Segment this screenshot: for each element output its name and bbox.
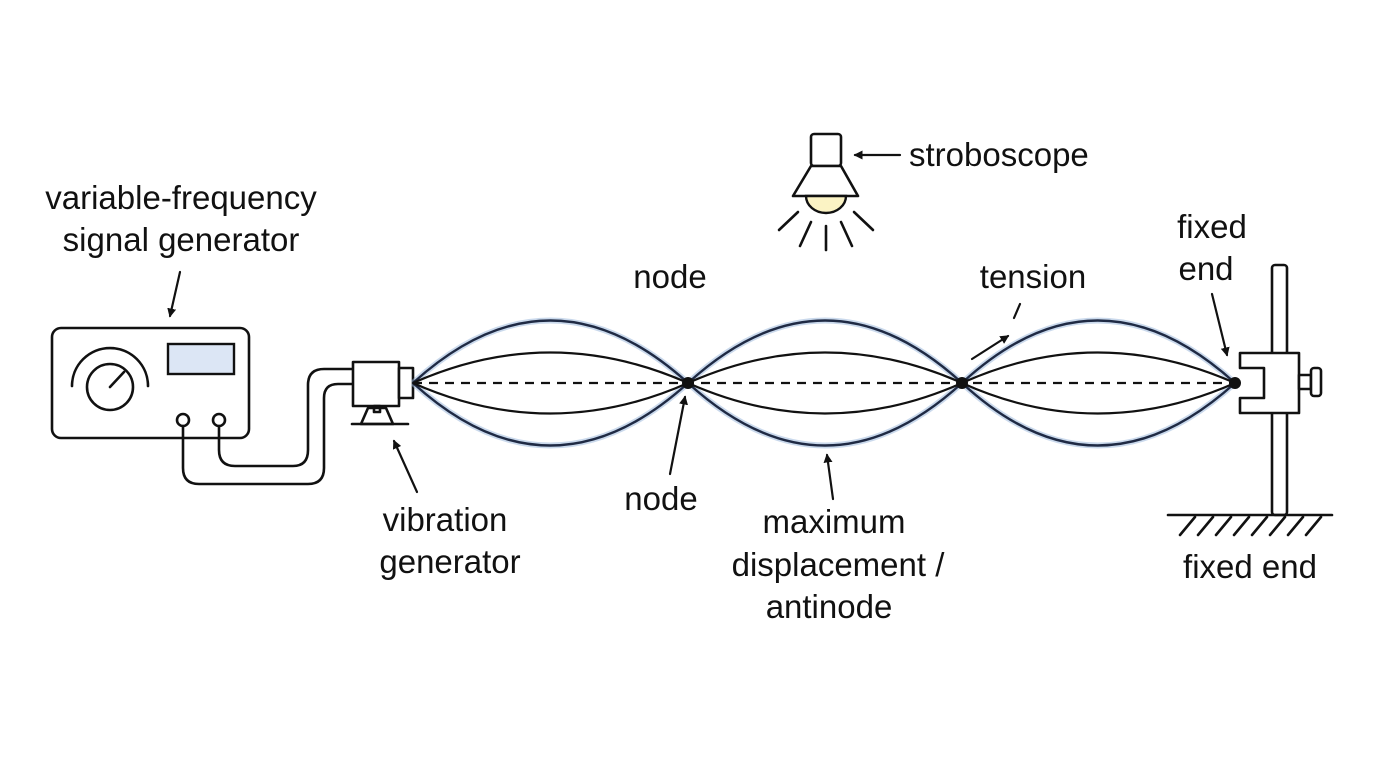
label-fixed-end-top-2: end (1178, 250, 1233, 287)
vibration-generator (350, 360, 415, 426)
wave-envelope-lower (412, 381, 1236, 447)
wave-intermediate-lower (412, 381, 1236, 415)
arrow-vibration-generator (392, 439, 419, 494)
clamp-stand (1166, 263, 1334, 537)
label-tension: tension (980, 258, 1086, 295)
output-terminal-left (175, 412, 191, 428)
connecting-cables (181, 367, 356, 486)
fixed-end-point (1229, 377, 1241, 389)
generator-display-screen (166, 342, 236, 376)
arrow-tension (970, 334, 1010, 361)
label-stroboscope: stroboscope (909, 136, 1089, 173)
label-vibration-generator-2: generator (379, 543, 520, 580)
tension-tick (1012, 302, 1022, 320)
stroboscope-bulb-icon (804, 194, 848, 215)
label-signal-generator-2: signal generator (63, 221, 300, 258)
light-rays-icon (777, 210, 875, 252)
output-terminal-right (211, 412, 227, 428)
arrow-node (668, 395, 688, 476)
frequency-dial-icon (70, 346, 150, 412)
stroboscope (777, 132, 875, 252)
standing-wave-string (410, 317, 1241, 449)
label-antinode-2: displacement / (732, 546, 946, 583)
text-labels: variable-frequency signal generator vibr… (45, 136, 1317, 625)
arrow-antinode (823, 453, 835, 501)
label-fixed-end-bottom: fixed end (1183, 548, 1317, 585)
node-point-2 (956, 377, 968, 389)
arrow-signal-generator (167, 270, 182, 318)
pointer-arrows (167, 150, 1230, 501)
signal-generator (50, 326, 251, 440)
wave-intermediate-upper (412, 351, 1236, 385)
label-node-top: node (633, 258, 706, 295)
label-fixed-end-top-1: fixed (1177, 208, 1247, 245)
clamp-screw-knob (1309, 366, 1323, 398)
node-point-1 (682, 377, 694, 389)
label-antinode-3: antinode (766, 588, 893, 625)
label-vibration-generator-1: vibration (383, 501, 508, 538)
string-clamp (1238, 351, 1301, 415)
wave-envelope-upper (412, 319, 1236, 385)
label-node-bottom: node (624, 480, 697, 517)
arrow-fixed-end (1210, 292, 1230, 357)
ground-hatching (1166, 513, 1334, 537)
label-signal-generator-1: variable-frequency (45, 179, 317, 216)
label-antinode-1: maximum (762, 503, 905, 540)
